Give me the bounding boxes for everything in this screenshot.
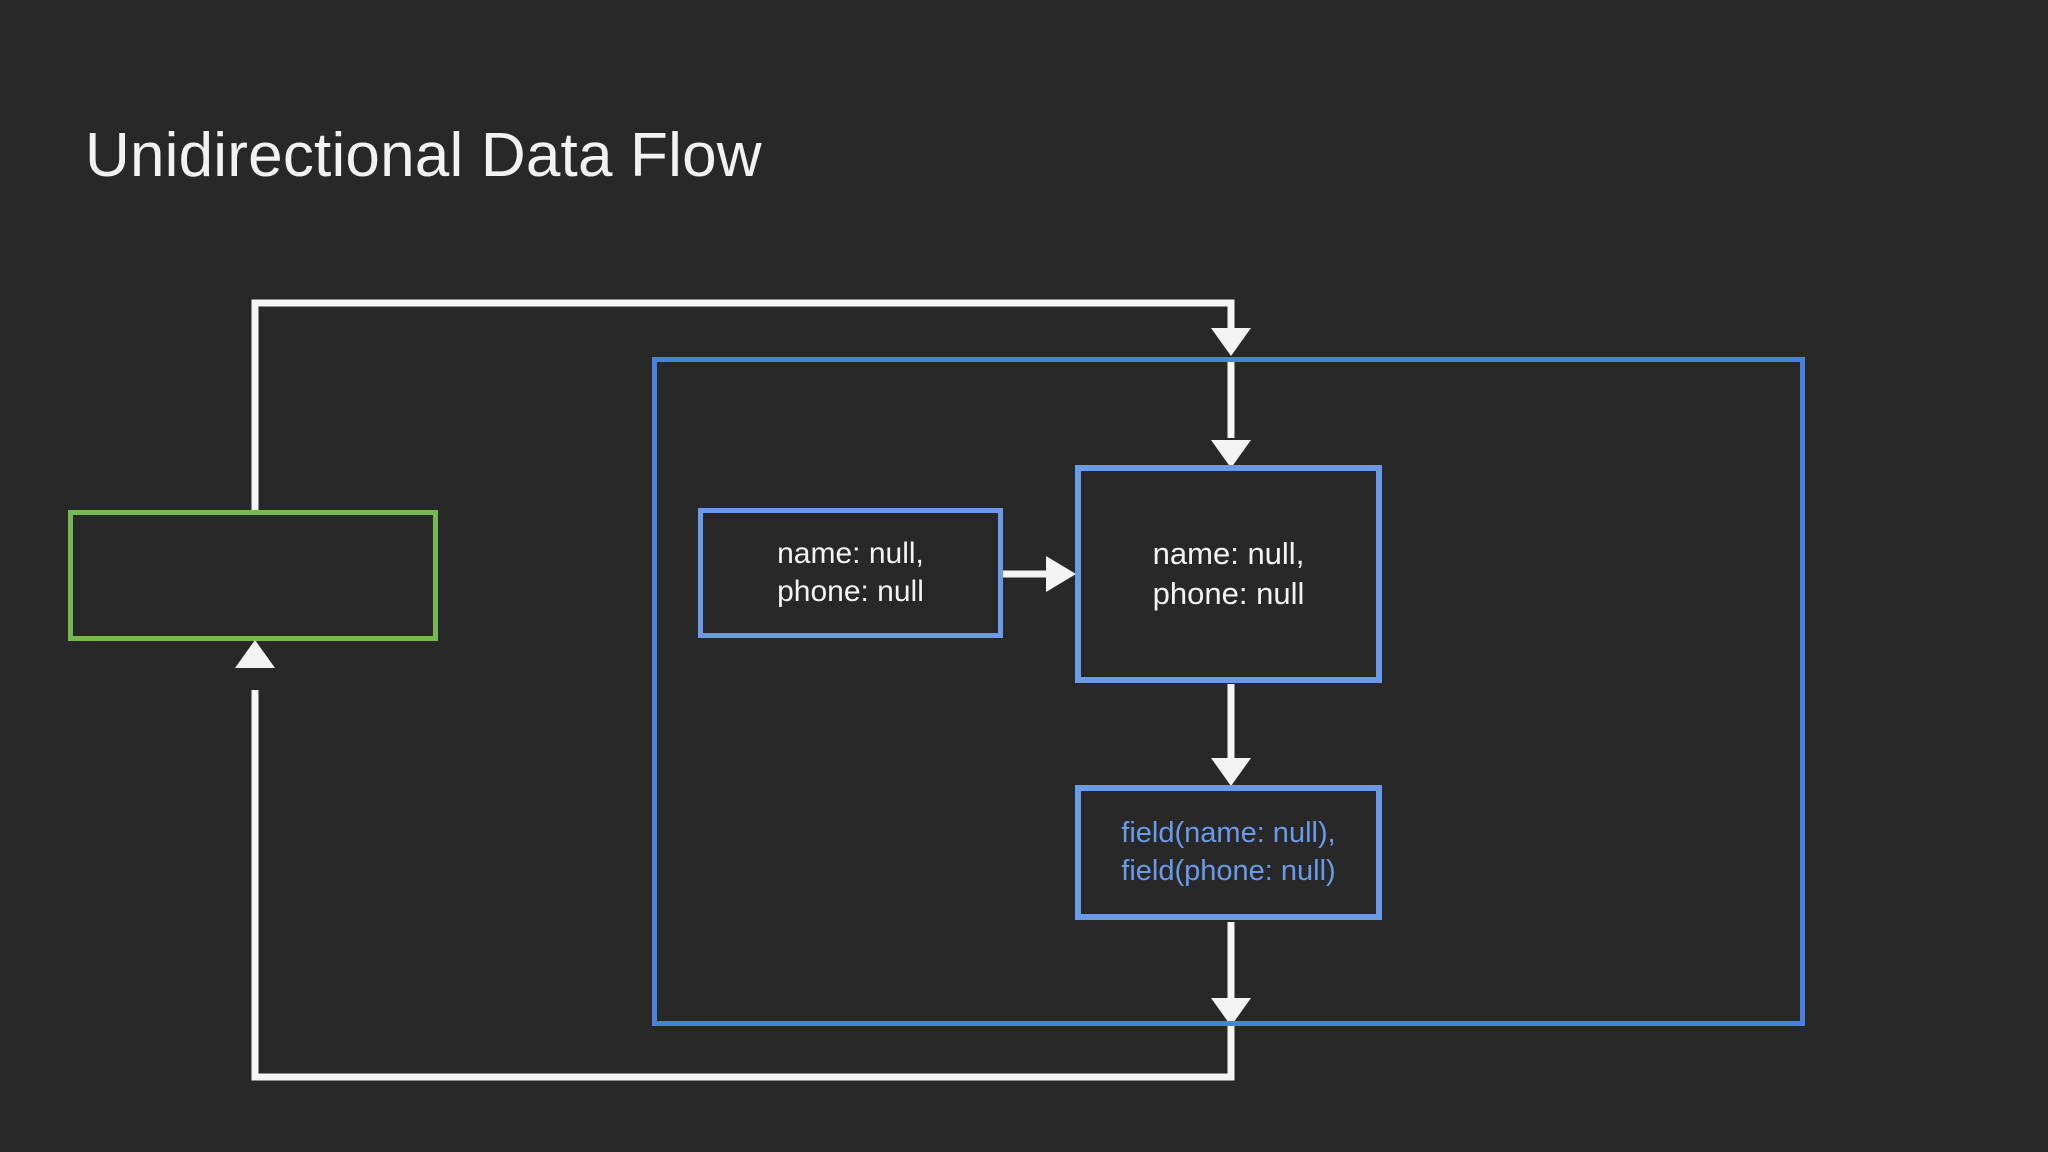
node-state[interactable]: name: null, phone: null xyxy=(1075,465,1382,683)
node-state-label: name: null, phone: null xyxy=(1152,536,1305,611)
connector-fields-to-store xyxy=(235,640,1251,1081)
page-title: Unidirectional Data Flow xyxy=(85,121,762,190)
node-fields[interactable]: field(name: null), field(phone: null) xyxy=(1075,785,1382,920)
connector-props-to-state xyxy=(1001,556,1076,592)
node-props-label: name: null, phone: null xyxy=(777,536,924,608)
node-props[interactable]: name: null, phone: null xyxy=(698,508,1003,638)
connector-state-to-fields xyxy=(1211,684,1251,786)
node-container[interactable] xyxy=(652,357,1805,1026)
connector-container-to-state xyxy=(1211,360,1251,468)
node-store[interactable] xyxy=(68,510,438,641)
connector-store-to-container xyxy=(251,299,1251,510)
node-fields-label: field(name: null), field(phone: null) xyxy=(1121,817,1336,887)
